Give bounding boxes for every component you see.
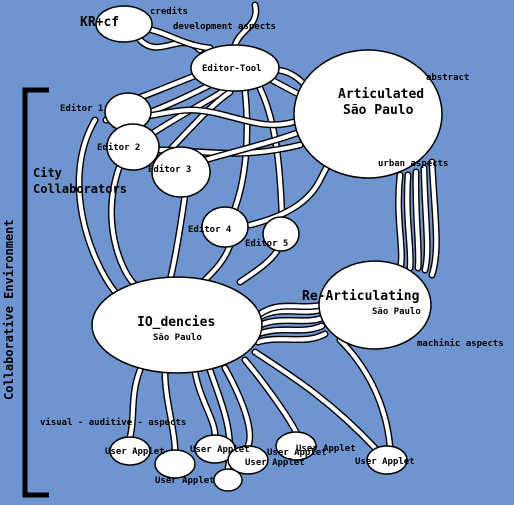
connection-tube-fill	[255, 315, 325, 329]
connection-tube-fill	[421, 165, 430, 273]
connection-tube-fill	[413, 169, 421, 271]
re-articulating-title: Re-Articulating	[302, 289, 419, 304]
connection-tube-fill	[109, 162, 138, 288]
collaborative-bracket	[22, 87, 49, 498]
development-aspects-label: development aspects	[173, 22, 276, 32]
node-editor-tool	[190, 44, 280, 92]
node-user-applet-2	[154, 449, 196, 479]
connection-tube-fill	[405, 172, 413, 271]
visual-aspects-label: visual - auditive - aspects	[40, 417, 186, 428]
connection-tube-fill	[232, 87, 250, 211]
editor-3-label: Editor 3	[148, 164, 191, 175]
user-applet-label-2: User Applet	[155, 476, 215, 486]
credits-label: credits	[150, 6, 188, 17]
machinic-aspects-label: machinic aspects	[417, 338, 504, 349]
connection-tube-fill	[222, 365, 252, 449]
collaborative-environment-label: Collaborative Environment	[2, 219, 16, 400]
city-label: City	[33, 166, 62, 180]
connection-tube-outline	[336, 336, 394, 450]
node-editor-3	[151, 146, 211, 198]
connection-tube-fill	[162, 369, 178, 453]
node-user-applet-7	[213, 468, 243, 492]
logo-text: KR+cf	[80, 15, 119, 30]
collaborators-label: Collaborators	[33, 182, 127, 196]
node-editor-2	[106, 123, 160, 171]
user-applet-label-4: User Applet	[245, 458, 305, 468]
articulated-title: Articulated	[338, 87, 424, 102]
urban-aspects-label: urban aspects	[378, 159, 448, 169]
node-user-applet-4	[227, 445, 269, 475]
node-user-applet-1	[109, 436, 151, 466]
tendencies-title: IO_dencies	[137, 315, 215, 330]
node-logo	[95, 5, 153, 43]
connection-tube-fill	[167, 192, 188, 283]
editor-2-label: Editor 2	[97, 142, 140, 153]
connection-tube-fill	[77, 117, 118, 295]
user-applet-label-7: User Applet	[355, 457, 415, 467]
user-applet-label-5: User Applet	[267, 448, 327, 458]
user-applet-label-3: User Applet	[190, 445, 250, 455]
node-articulated-sao-paulo	[293, 49, 443, 179]
re-articulating-subtitle: São Paulo	[372, 307, 421, 317]
connection-tube-fill	[255, 323, 325, 337]
node-editor-5	[262, 216, 300, 252]
tendencies-subtitle: São Paulo	[153, 333, 202, 343]
editor-tool-label: Editor-Tool	[202, 63, 262, 74]
editor-1-label: Editor 1	[60, 103, 103, 114]
connection-tube-fill	[255, 331, 328, 345]
node-tendencies-sao-paulo	[91, 276, 263, 374]
connection-tube-fill	[237, 248, 280, 285]
connection-tube-fill	[202, 242, 233, 283]
editor-5-label: Editor 5	[245, 238, 288, 249]
connection-tube-fill	[429, 159, 439, 278]
node-re-articulating-sao-paulo	[318, 260, 432, 350]
connection-tube-fill	[396, 172, 404, 273]
connection-tube-fill	[252, 349, 378, 451]
user-applet-label-1: User Applet	[105, 447, 165, 457]
user-applet-label-6: User Applet	[296, 444, 356, 454]
connection-tube-fill	[257, 302, 325, 317]
connection-tube-fill	[232, 2, 258, 48]
connection-tube-fill	[192, 369, 218, 438]
node-editor-4	[201, 206, 249, 248]
node-user-applet-5	[275, 431, 317, 461]
articulated-subtitle: São Paulo	[343, 103, 414, 118]
editor-4-label: Editor 4	[188, 224, 232, 235]
abstract-label: abstract	[426, 73, 469, 83]
node-user-applet-6	[366, 445, 408, 475]
connection-tube-fill	[337, 337, 393, 449]
connection-tube-fill	[242, 357, 299, 435]
connection-tube-fill	[127, 367, 143, 440]
